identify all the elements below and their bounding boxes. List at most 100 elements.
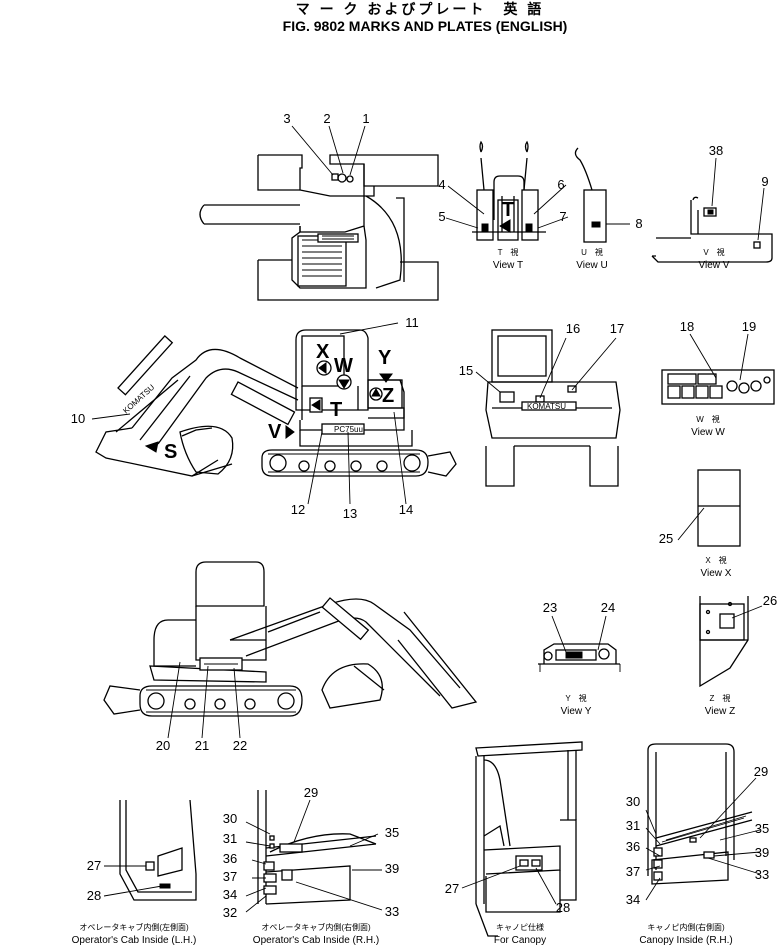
canopy-drawing <box>475 741 583 937</box>
callout-14: 14 <box>399 502 413 517</box>
callout-27-lh: 27 <box>87 858 101 873</box>
callout-6: 6 <box>557 177 564 192</box>
canopy-rh-caption-en: Canopy Inside (R.H.) <box>639 935 732 946</box>
view-z-jp: Z 視 <box>710 694 731 703</box>
callout-27-canopy: 27 <box>445 881 459 896</box>
callout-12: 12 <box>291 502 305 517</box>
callout-3: 3 <box>283 111 290 126</box>
view-letter-y: Y <box>378 347 392 369</box>
callout-39-canopy: 39 <box>755 845 769 860</box>
callout-1: 1 <box>362 111 369 126</box>
callout-28-canopy: 28 <box>556 900 570 915</box>
callout-5: 5 <box>438 209 445 224</box>
callout-29-canopy: 29 <box>754 764 768 779</box>
callout-35-rh: 35 <box>385 825 399 840</box>
callout-39-rh: 39 <box>385 861 399 876</box>
excavator-side-view-left: KOMATSU S X W T Z Y PC75uu V <box>95 329 457 477</box>
view-x-jp: X 視 <box>705 556 726 565</box>
callout-15: 15 <box>459 363 473 378</box>
cab-lh-caption-en: Operator's Cab Inside (L.H.) <box>72 935 197 946</box>
callout-37-rh: 37 <box>223 869 237 884</box>
cab-lh-caption-jp: オペレータキャブ内側(左側面) <box>79 922 189 932</box>
view-u-jp: U 視 <box>581 248 603 257</box>
cab-rh-caption-en: Operator's Cab Inside (R.H.) <box>253 935 379 946</box>
callout-29-rh: 29 <box>304 785 318 800</box>
callout-36-rh: 36 <box>223 851 237 866</box>
callout-13: 13 <box>343 506 357 521</box>
view-t-jp: T 視 <box>498 248 519 257</box>
callout-31-rh: 31 <box>223 831 237 846</box>
callout-19: 19 <box>742 319 756 334</box>
callout-30-rh: 30 <box>223 811 237 826</box>
callout-7: 7 <box>559 209 566 224</box>
callout-35-canopy: 35 <box>755 821 769 836</box>
callout-32-rh: 32 <box>223 905 237 920</box>
view-x-drawing <box>697 469 741 547</box>
callout-11: 11 <box>405 315 419 330</box>
canopy-caption-en: For Canopy <box>494 935 546 946</box>
view-w-drawing <box>661 369 775 405</box>
callout-25: 25 <box>659 531 673 546</box>
view-t-drawing: T <box>472 140 546 241</box>
view-w-jp: W 視 <box>696 415 720 424</box>
title-japanese: マ ー ク およびプレート 英 語 <box>296 1 545 17</box>
view-t-letter-u: T <box>502 199 514 221</box>
canopy-caption-jp: キャノピ仕様 <box>496 922 544 932</box>
canopy-inside-rh-drawing <box>647 743 753 885</box>
callout-38: 38 <box>709 143 723 158</box>
callout-8: 8 <box>635 216 642 231</box>
title-english: FIG. 9802 MARKS AND PLATES (ENGLISH) <box>283 18 568 34</box>
callout-26: 26 <box>763 593 777 608</box>
callout-17: 17 <box>610 321 624 336</box>
view-letter-x: X <box>316 341 330 363</box>
callout-9: 9 <box>761 174 768 189</box>
callout-28-lh: 28 <box>87 888 101 903</box>
callout-33-rh: 33 <box>385 904 399 919</box>
view-v-en: View V <box>699 260 730 271</box>
callout-18: 18 <box>680 319 694 334</box>
callout-34-rh: 34 <box>223 887 237 902</box>
cab-top-plan-view <box>199 154 439 301</box>
callout-34-canopy: 34 <box>626 892 640 907</box>
view-y-en: View Y <box>561 706 592 717</box>
callout-10: 10 <box>71 411 85 426</box>
view-z-en: View Z <box>705 706 735 717</box>
callout-31-canopy: 31 <box>626 818 640 833</box>
view-w-en: View W <box>691 427 725 438</box>
view-x-en: View X <box>701 568 732 579</box>
excavator-rear-view: KOMATSU <box>485 329 621 487</box>
callout-24: 24 <box>601 600 615 615</box>
view-u-en: View U <box>576 260 608 271</box>
callout-22: 22 <box>233 738 247 753</box>
excavator-side-view-right <box>103 561 478 717</box>
view-v-drawing <box>651 196 773 263</box>
view-letter-v: V <box>268 421 282 443</box>
callout-37-canopy: 37 <box>626 864 640 879</box>
view-letter-s: S <box>164 441 177 463</box>
rear-komatsu-label: KOMATSU <box>527 402 566 411</box>
callout-23: 23 <box>543 600 557 615</box>
callout-2: 2 <box>323 111 330 126</box>
callout-16: 16 <box>566 321 580 336</box>
cab-rh-caption-jp: オペレータキャブ内側(右側面) <box>261 922 371 932</box>
view-y-drawing <box>538 643 621 672</box>
callout-4: 4 <box>438 177 445 192</box>
view-y-jp: Y 視 <box>565 694 586 703</box>
callout-21: 21 <box>195 738 209 753</box>
canopy-rh-caption-jp: キャノピ内側(右側面) <box>647 922 725 932</box>
view-letter-t: T <box>330 399 342 421</box>
cab-inside-rh-drawing <box>257 790 377 905</box>
view-z-drawing <box>699 596 749 688</box>
view-letter-z: Z <box>382 385 394 407</box>
view-t-en: View T <box>493 260 523 271</box>
callout-30-canopy: 30 <box>626 794 640 809</box>
callout-20: 20 <box>156 738 170 753</box>
view-letter-w: W <box>334 355 353 377</box>
callout-36-canopy: 36 <box>626 839 640 854</box>
model-plate-label: PC75uu <box>334 425 363 434</box>
cab-inside-lh-drawing <box>119 799 197 901</box>
view-v-jp: V 視 <box>703 248 724 257</box>
view-u-drawing <box>574 147 607 243</box>
callout-33-canopy: 33 <box>755 867 769 882</box>
